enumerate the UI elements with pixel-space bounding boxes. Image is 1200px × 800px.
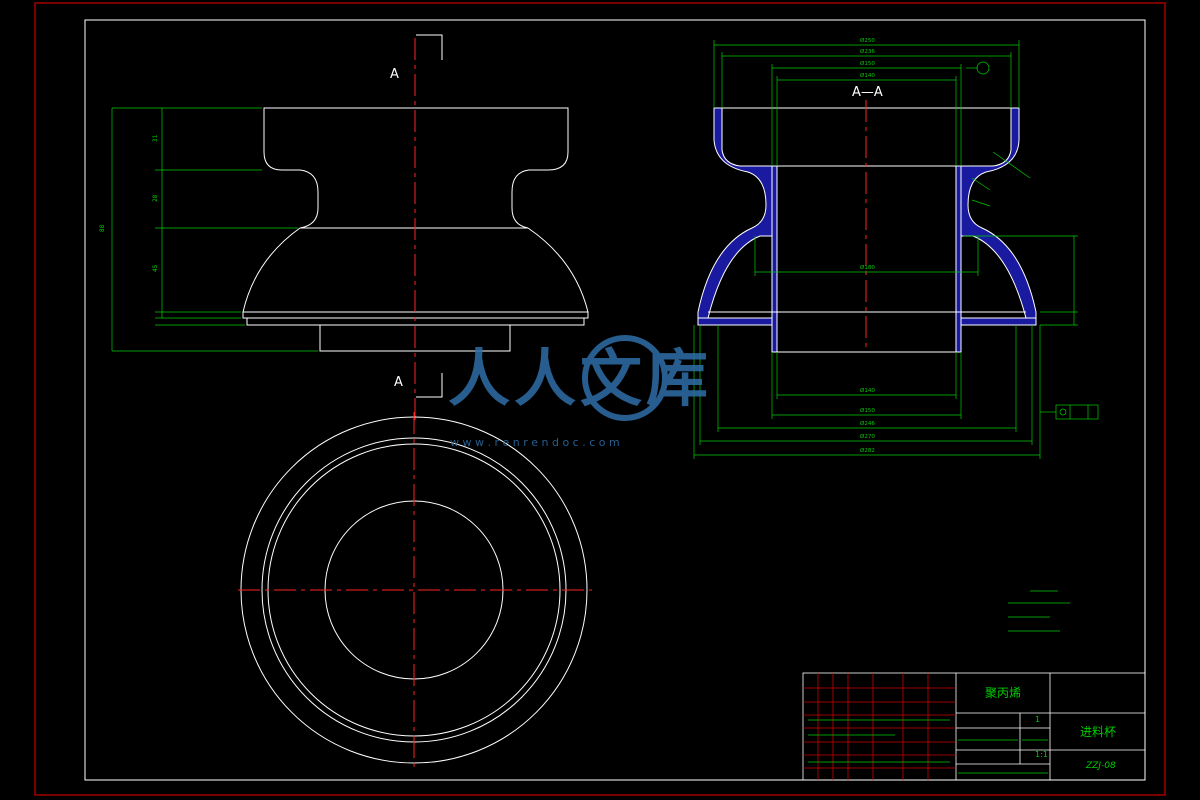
watermark-circle-logo	[582, 335, 668, 421]
svg-text:Ø246: Ø246	[860, 420, 875, 427]
section-marker-top: A	[390, 67, 399, 82]
svg-text:Ø250: Ø250	[860, 37, 875, 44]
section-base-lip-left	[697, 317, 773, 326]
svg-text:Ø282: Ø282	[860, 447, 875, 454]
inner-frame	[84, 19, 1146, 781]
title-block-green-lines	[808, 719, 1048, 774]
section-marker-bottom: A	[394, 375, 403, 390]
section-view-label: A—A	[852, 85, 883, 100]
svg-text:Ø270: Ø270	[860, 433, 875, 440]
section-tube-left-wall	[771, 165, 778, 353]
section-tube-right-wall	[955, 165, 962, 353]
title-block-qty: 1	[1035, 715, 1040, 724]
title-block	[802, 672, 1146, 781]
svg-text:28: 28	[152, 194, 159, 202]
section-view	[697, 107, 1037, 353]
section-cut-bottom	[416, 373, 443, 398]
watermark-main-text: 人人文库	[448, 342, 712, 415]
front-view-top-rim	[263, 107, 569, 229]
front-view-dimensions: 88 31 28 45	[99, 107, 318, 352]
svg-text:88: 88	[99, 224, 106, 232]
svg-text:Ø140: Ø140	[860, 387, 875, 394]
watermark-url-text: w w w . r e n r e n d o c . c o m	[450, 436, 620, 449]
section-base-lip-right	[960, 317, 1037, 326]
title-block-material: 聚丙烯	[985, 686, 1021, 700]
section-cut-top	[416, 34, 443, 60]
title-block-drawing-number: ZZJ-08	[1085, 761, 1116, 771]
svg-text:Ø180: Ø180	[860, 264, 875, 271]
svg-text:45: 45	[152, 264, 159, 272]
svg-text:31: 31	[152, 134, 159, 142]
section-left-wall	[697, 107, 773, 319]
title-block-grid-red	[803, 673, 956, 780]
outer-frame	[34, 2, 1166, 796]
technical-requirements	[1008, 590, 1070, 632]
watermark: 人人文库 w w w . r e n r e n d o c . c o m	[448, 335, 712, 449]
front-view-bottom-spigot	[319, 324, 511, 352]
title-block-part-name: 进料杯	[1080, 725, 1116, 739]
section-view-dimensions	[693, 40, 1078, 459]
title-block-scale: 1:1	[1035, 750, 1048, 759]
svg-text:Ø150: Ø150	[860, 60, 875, 67]
section-view-dimension-texts: Ø250 Ø236 Ø150 Ø140 Ø180 Ø140 Ø150 Ø246 …	[860, 37, 875, 454]
section-right-wall	[960, 107, 1037, 319]
geometric-tolerance-frame	[1040, 404, 1099, 420]
svg-text:Ø140: Ø140	[860, 72, 875, 79]
svg-text:Ø150: Ø150	[860, 407, 875, 414]
svg-text:Ø236: Ø236	[860, 48, 875, 55]
